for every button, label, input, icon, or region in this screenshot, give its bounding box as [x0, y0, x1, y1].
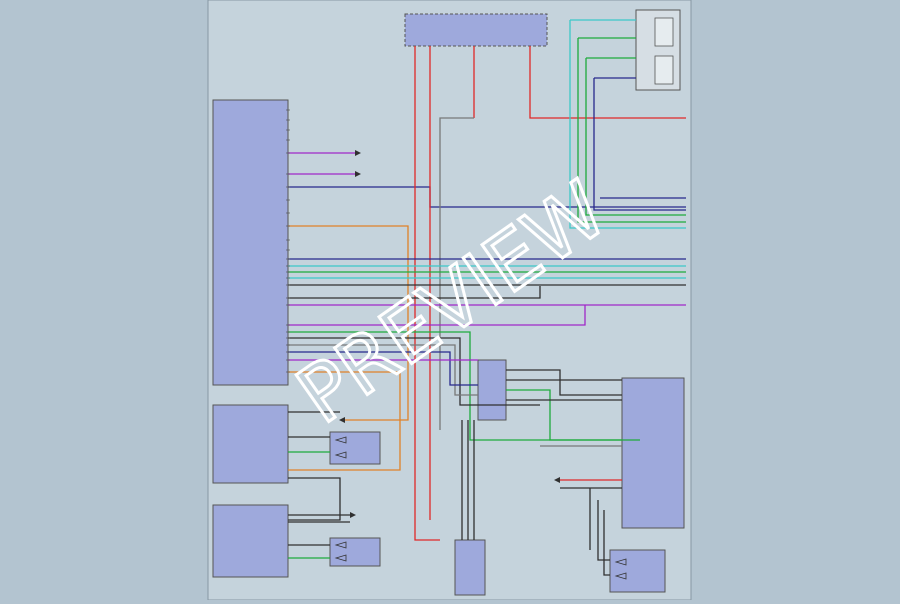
wire-purple-4	[288, 305, 586, 326]
wire-black-3	[288, 337, 540, 406]
antenna-symbols	[334, 436, 627, 580]
center-connector	[477, 359, 507, 421]
module-boxes	[212, 9, 685, 596]
rear-display-module	[212, 404, 289, 484]
wire-red-1	[414, 46, 440, 541]
bottom-connector	[454, 539, 486, 596]
gateway-module	[621, 377, 685, 529]
arrow-head	[554, 477, 560, 483]
wire-orange-2	[288, 371, 401, 471]
wire-black-18	[597, 500, 610, 561]
rear-audio-module	[212, 504, 289, 578]
arrow-head	[355, 150, 361, 156]
fuse-box	[404, 13, 548, 47]
speaker-coil-b	[654, 55, 674, 85]
wire-blue-6	[288, 351, 478, 386]
wire-green-3	[577, 38, 686, 223]
wire-orange-1	[288, 225, 409, 421]
arrow-head	[350, 512, 356, 518]
wire-blue-3	[593, 78, 686, 211]
wire-black-4	[506, 369, 622, 396]
pin-ticks	[286, 109, 290, 373]
wire-black-10	[288, 477, 341, 521]
wires	[288, 19, 686, 576]
wire-gray-2	[288, 344, 478, 396]
wire-green-7	[506, 389, 622, 441]
wire-cyan-2	[569, 20, 686, 229]
wire-green-4	[585, 58, 686, 216]
radio-module	[212, 99, 289, 386]
arrow-head	[355, 171, 361, 177]
wire-black-2	[288, 286, 541, 299]
bottom-right-module	[609, 549, 666, 593]
arrow-head	[339, 417, 345, 423]
arrows	[339, 150, 560, 518]
antenna-module-a	[329, 431, 381, 465]
speaker-coil-a	[654, 17, 674, 47]
wire-red-4	[529, 46, 686, 119]
antenna-module-b	[329, 537, 381, 567]
wire-black-19	[603, 510, 610, 576]
wire-gray-1	[439, 117, 474, 430]
